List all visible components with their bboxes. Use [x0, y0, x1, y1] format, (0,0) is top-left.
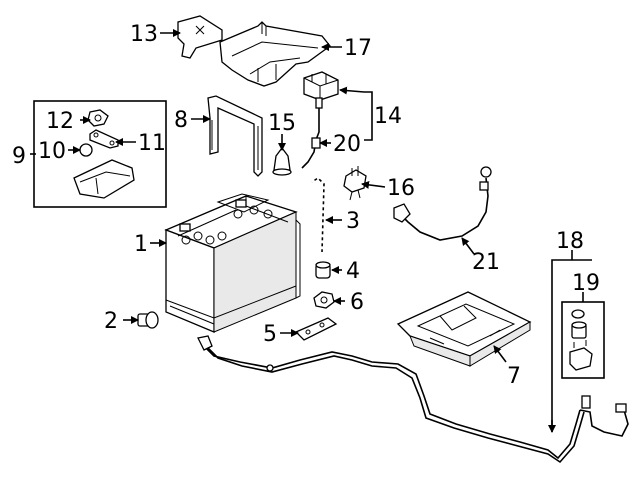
callout-8: 8: [174, 108, 188, 133]
part-13-bracket: [177, 15, 223, 59]
callout-10: 10: [38, 139, 66, 164]
part-3-tube: [311, 176, 326, 253]
callout-12: 12: [46, 109, 74, 134]
part-8-holddown: [207, 95, 263, 177]
part-11-plate: [89, 129, 119, 149]
part-4-grommet: [315, 261, 331, 279]
callout-9: 9: [12, 144, 26, 169]
part-6-nut: [313, 291, 335, 309]
part-19-cap: [571, 309, 585, 319]
group-19-box: [561, 301, 605, 379]
callout-20: 20: [333, 132, 361, 157]
part-14-sensor: [303, 71, 339, 101]
callout-17: 17: [344, 36, 372, 61]
part-17-cover: [219, 21, 331, 87]
callout-14: 14: [374, 104, 402, 129]
part-2-bolt: [137, 311, 159, 329]
part-10-washer: [79, 143, 93, 157]
callout-1: 1: [134, 232, 148, 257]
part-9-cover: [73, 159, 135, 199]
callout-13: 13: [130, 22, 158, 47]
callout-11: 11: [138, 131, 166, 156]
callout-labels: 13 17 8 15 14 20 12 11 10 9 16 3 1 4 6 5…: [12, 22, 600, 389]
part-12-nut: [87, 109, 109, 127]
part-5-plate: [294, 317, 338, 341]
part-7-tray: [396, 291, 532, 367]
callout-7: 7: [507, 364, 521, 389]
callout-21: 21: [472, 250, 500, 275]
callout-4: 4: [346, 259, 360, 284]
callout-16: 16: [387, 176, 415, 201]
part-21-cable: [393, 166, 492, 241]
leader-lines: [30, 29, 592, 433]
callout-5: 5: [263, 322, 277, 347]
callout-19: 19: [572, 271, 600, 296]
callout-15: 15: [268, 111, 296, 136]
part-20-cable: [301, 97, 323, 169]
part-15-clip: [272, 146, 292, 176]
callout-2: 2: [104, 309, 118, 334]
part-16-switch: [343, 166, 367, 201]
callout-6: 6: [350, 290, 364, 315]
part-18-harness: [197, 335, 629, 464]
callout-18: 18: [556, 229, 584, 254]
callout-3: 3: [346, 209, 360, 234]
part-1-battery: [164, 193, 301, 333]
